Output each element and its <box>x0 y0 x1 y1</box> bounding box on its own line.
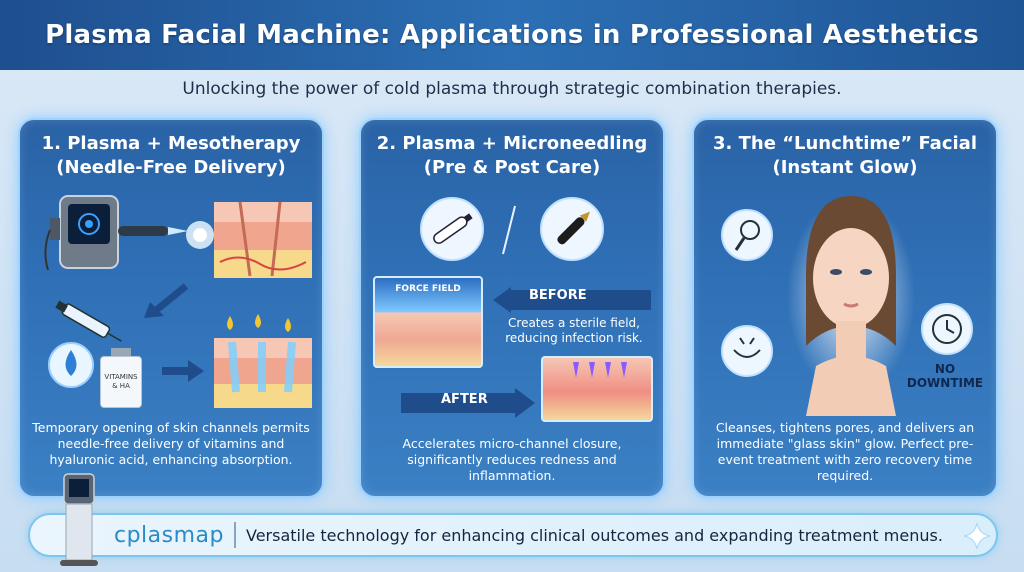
plasma-beam-icon <box>186 221 214 249</box>
floor-device-icon <box>60 473 98 566</box>
after-arrow <box>401 388 535 418</box>
sparkle-icon <box>963 522 991 550</box>
card-title-line1: 3. The “Lunchtime” Facial <box>713 133 977 154</box>
card-title-line2: (Instant Glow) <box>772 157 918 178</box>
microneedling-pen-icon <box>420 197 484 261</box>
card-title-line2: (Needle-Free Delivery) <box>56 157 286 178</box>
skin-absorption-icon <box>214 314 312 408</box>
vial-label: VITAMINS & HA <box>104 373 138 390</box>
card-title: 2. Plasma + Microneedling (Pre & Post Ca… <box>361 132 663 180</box>
footer-divider <box>234 522 236 548</box>
page-title: Plasma Facial Machine: Applications in P… <box>45 20 979 50</box>
no-downtime-label: NO DOWNTIME <box>900 362 990 390</box>
syringe-icon <box>55 300 122 342</box>
card-title-line1: 2. Plasma + Microneedling <box>376 133 648 154</box>
healed-skin <box>541 356 653 422</box>
force-field-skin: FORCE FIELD <box>373 276 483 368</box>
skin-layers-icon <box>214 201 312 278</box>
before-label: BEFORE <box>529 288 587 303</box>
header-banner: Plasma Facial Machine: Applications in P… <box>0 0 1024 70</box>
before-arrow <box>493 287 651 313</box>
after-label: AFTER <box>441 392 488 407</box>
face-icon <box>787 196 915 416</box>
card-microneedling: 2. Plasma + Microneedling (Pre & Post Ca… <box>359 118 665 498</box>
card-title: 1. Plasma + Mesotherapy (Needle-Free Del… <box>20 132 322 180</box>
card-description: Cleanses, tightens pores, and delivers a… <box>715 420 975 483</box>
card-title-line2: (Pre & Post Care) <box>423 157 601 178</box>
pore-tighten-icon <box>721 325 773 377</box>
no-downtime-line2: DOWNTIME <box>906 376 984 390</box>
brand-logo: cplasmap <box>114 522 224 548</box>
plasma-pen-icon <box>540 197 604 261</box>
footer-banner: cplasmap Versatile technology for enhanc… <box>28 513 998 557</box>
clock-icon <box>921 303 973 355</box>
card-title: 3. The “Lunchtime” Facial (Instant Glow) <box>694 132 996 180</box>
cleansing-brush-icon <box>721 209 773 261</box>
footer-tagline: Versatile technology for enhancing clini… <box>246 525 943 545</box>
card-description: Temporary opening of skin channels permi… <box>32 420 310 467</box>
separator-slash <box>502 205 516 255</box>
page-subtitle: Unlocking the power of cold plasma throu… <box>182 79 842 99</box>
card-mesotherapy: 1. Plasma + Mesotherapy (Needle-Free Del… <box>18 118 324 498</box>
force-field-label: FORCE FIELD <box>395 284 461 294</box>
droplet-icon <box>48 342 94 388</box>
arrow-right-icon <box>162 360 204 382</box>
card-description: Accelerates micro-channel closure, signi… <box>402 436 622 483</box>
card-lunchtime-facial: 3. The “Lunchtime” Facial (Instant Glow) <box>692 118 998 498</box>
card-title-line1: 1. Plasma + Mesotherapy <box>41 133 301 154</box>
before-description: Creates a sterile field, reducing infect… <box>505 316 643 345</box>
arrow-icon <box>144 283 189 318</box>
vial-icon: VITAMINS & HA <box>100 348 142 408</box>
micro-channel-icon <box>573 362 627 378</box>
plasma-device-icon <box>44 195 188 271</box>
no-downtime-line1: NO <box>934 362 956 376</box>
